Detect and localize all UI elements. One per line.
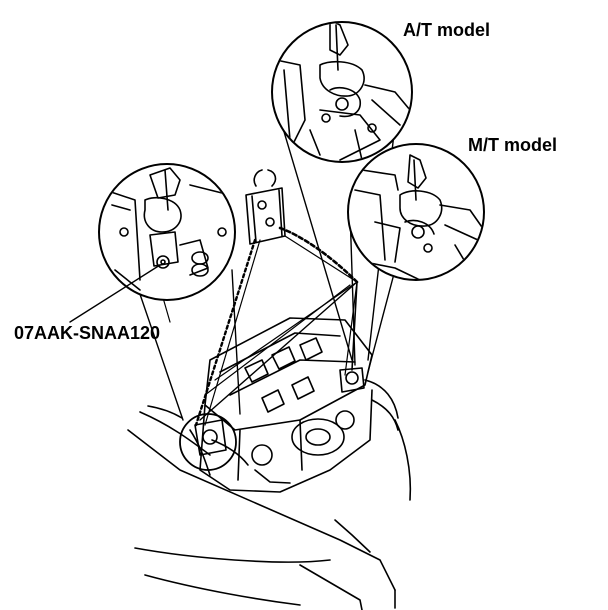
vehicle-body-outline	[127, 405, 412, 610]
at-model-label: A/T model	[403, 20, 491, 40]
detail-circle-mt-model	[347, 143, 485, 281]
detail-circle-tool	[98, 163, 236, 301]
mt-model-label: M/T model	[468, 135, 557, 155]
detail-circle-at-model	[271, 21, 413, 163]
engine-assembly	[189, 317, 399, 493]
tool-label-leader	[69, 264, 161, 323]
tool-number-label: 07AAK-SNAA120	[14, 323, 161, 343]
left-mount-callout-circle	[179, 413, 237, 471]
